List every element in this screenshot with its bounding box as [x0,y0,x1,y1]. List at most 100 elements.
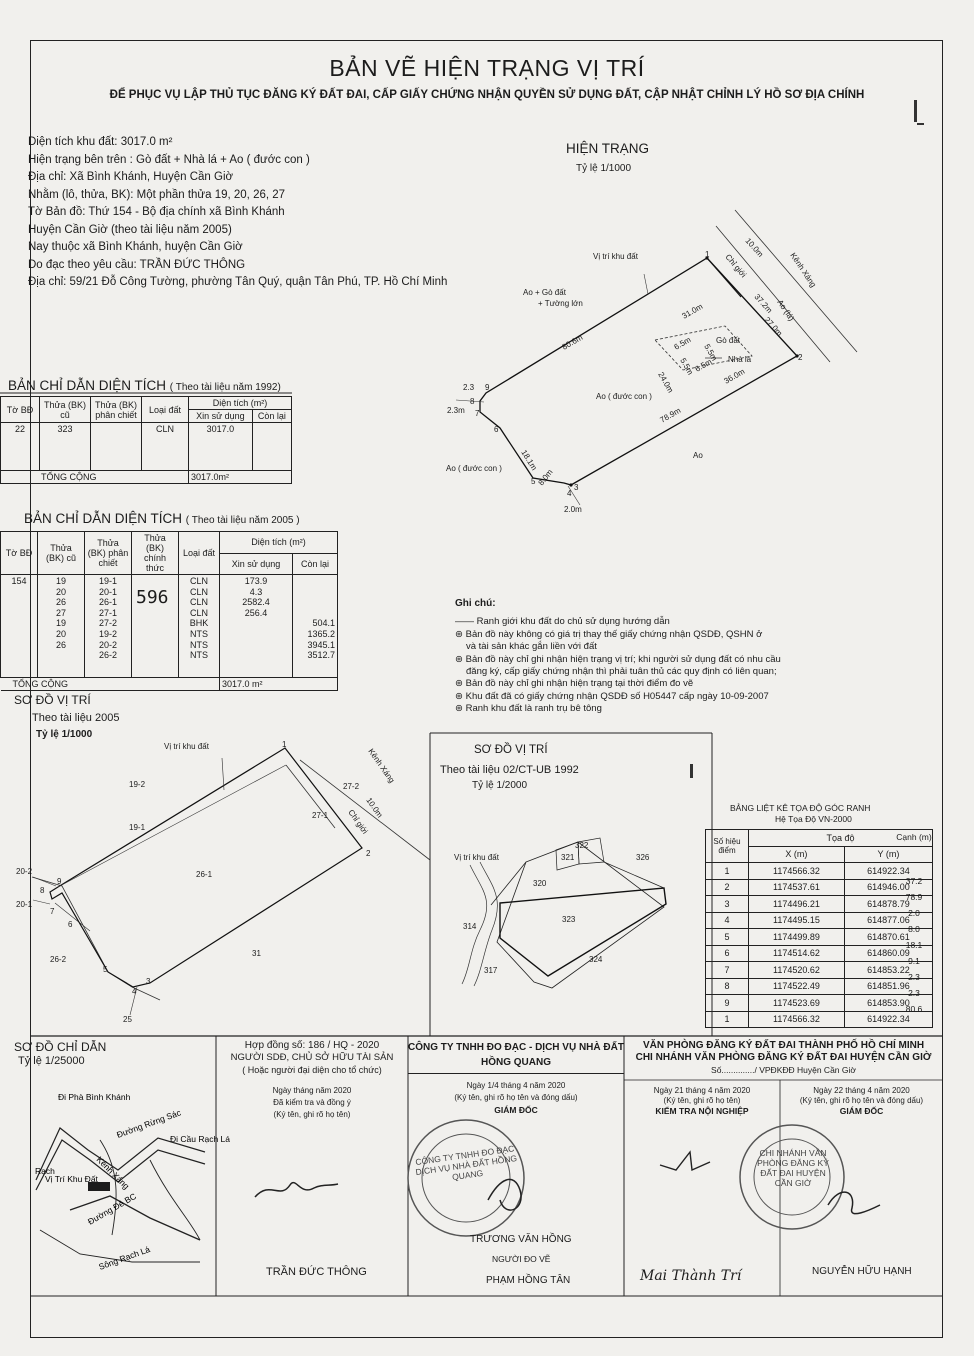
document-title: BẢN VẼ HIỆN TRẠNG VỊ TRÍ [329,55,645,81]
label-lot: 314 [463,922,477,931]
table-2005: Tờ BĐ Thửa (BK) cũ Thửa (BK) phân chiết … [0,531,338,691]
table-1992-note: ( Theo tài liệu năm 1992) [169,382,281,393]
note-item: ⊛ Ranh khu đất là ranh trụ bê tông [455,703,602,715]
checker-role: KIỂM TRA NỘI NGHIỆP [655,1106,749,1116]
label-lot: 324 [589,955,603,964]
dim-label: 2.3m [447,406,465,415]
svg-text:1: 1 [282,740,287,749]
signature-director [487,1178,522,1211]
office-name: VĂN PHÒNG ĐĂNG KÝ ĐẤT ĐAI THÀNH PHỐ HỒ C… [642,1040,925,1051]
signature-checker [659,1150,711,1172]
note-item: ⊛ Bản đồ này chỉ ghi nhận hiện trạng tại… [455,678,694,690]
svg-text:6: 6 [494,425,499,434]
coords-title: BẢNG LIỆT KÊ TỌA ĐỘ GÓC RANH [730,803,871,813]
map-1992-title: SƠ ĐỒ VỊ TRÍ [474,744,548,756]
label-lot: 320 [533,879,547,888]
table-1992-title: BẢN CHỈ DẪN DIỆN TÍCH [8,378,167,393]
label-parcel-location: Vị Trí Khu Đất [45,1174,99,1184]
info-line: Hiện trạng bên trên : Gò đất + Nhà lá + … [28,153,310,166]
label-route: Đường Đê BC [86,1191,138,1227]
checker-name: Mai Thành Trí [640,1268,742,1284]
table-2005-note: ( Theo tài liệu năm 2005 ) [185,515,300,526]
office-stamp-text: CHI NHÁNH VĂN PHÒNG ĐĂNG KÝ ĐẤT ĐAI HUYỆ… [757,1148,829,1188]
info-line: Nhằm (lô, thửa, BK): Một phần thửa 19, 2… [28,188,286,201]
label-canal: Rạch [35,1166,55,1176]
map-2005-scale: Tỷ lệ 1/1000 [36,729,93,740]
label-lot: 321 [561,853,575,862]
current-parcel-drawing [455,209,858,506]
svg-text:2: 2 [366,849,371,858]
info-line: Do đạc theo yêu cầu: TRẦN ĐỨC THÔNG [28,258,246,271]
current-title: HIỆN TRẠNG [566,141,650,156]
label-lot: 322 [575,841,589,850]
label-pond-mound: Ao + Gò đất [523,288,567,297]
notes-title: Ghi chú: [455,598,496,609]
info-line: Địa chỉ: Xã Bình Khánh, Huyện Cần Giờ [28,171,234,183]
col-header: Diện tích (m²) [188,396,292,410]
dim-label: 31.0m [681,302,705,321]
office-stamp [739,1124,845,1230]
label-lot: 27-1 [312,811,329,820]
col-header: Thửa (BK) cũ [37,531,85,575]
company-date: Ngày 1/4 tháng 4 năm 2020 [466,1081,566,1090]
col-header: Số hiệu điểm [705,829,749,863]
col-header: Cạnh (m) [896,832,932,842]
company-director-name: TRƯƠNG VĂN HỒNG [470,1234,572,1245]
table-2005-heading: BẢN CHỈ DẪN DIỆN TÍCH ( Theo tài liệu nă… [24,511,300,526]
total-row: TỔNG CỘNG 3017.0m² [0,470,292,484]
col-header: Thửa (BK) cũ [39,396,91,423]
label-boundary: Chỉ giới [723,253,748,280]
dim-label: 24.0m [656,371,675,395]
notes: Ghi chú: —— Ranh giới khu đất do chủ sử … [455,598,800,716]
map-1992-scale: Tỷ lệ 1/2000 [472,780,528,791]
signature-owner [254,1182,339,1198]
coords-system: Hệ Tọa Độ VN-2000 [775,814,852,824]
svg-text:9: 9 [485,383,490,392]
note-item: —— Ranh giới khu đất do chủ sử dụng hướn… [455,616,670,628]
guide-scale: Tỷ lệ 1/25000 [18,1055,85,1067]
note-item: ⊛ Bản đồ này không có giá trị thay thế g… [455,628,763,640]
map-2005-title: SƠ ĐỒ VỊ TRÍ [14,693,91,707]
office-director-block: Ngày 22 tháng 4 năm 2020 (Ký tên, ghi rõ… [780,1086,943,1116]
dim-label: 10.0m [364,796,384,820]
svg-text:3: 3 [146,977,151,986]
dim-label: 2.0m [564,505,582,514]
office-number: Số............../ VPĐKĐĐ Huyện Cần Giờ [711,1065,856,1075]
dim-label: 8.0m [536,467,554,487]
document-subtitle: ĐỂ PHỤC VỤ LẬP THỦ TỤC ĐĂNG KÝ ĐẤT ĐAI, … [109,89,865,101]
owner-name: TRẦN ĐỨC THÔNG [266,1266,367,1278]
svg-text:4: 4 [567,489,572,498]
table-1992: Tờ BĐ Thửa (BK) cũ Thửa (BK) phân chiết … [0,396,293,484]
svg-text:7: 7 [475,409,480,418]
label-mangrove-pond: Ao ( đước con ) [446,464,502,473]
table-2005-title: BẢN CHỈ DẪN DIỆN TÍCH [24,511,183,526]
info-line: Diện tích khu đất: 3017.0 m² [28,136,173,148]
checker-block: Ngày 21 tháng 4 năm 2020 (Ký tên, ghi rõ… [624,1086,780,1116]
dim-label: 2.3 [463,383,475,392]
label-pond-leaf: Ao (lá) [775,298,796,323]
label-lot: 19-1 [129,823,146,832]
dim-label: 5.5m [678,357,695,377]
map-2005-sub: Theo tài liệu 2005 [32,712,120,724]
map-1992-sub: Theo tài liệu 02/CT-UB 1992 [440,764,579,776]
note-item: ⊛ Bản đồ này chỉ ghi nhận hiện trạng vị … [455,653,781,665]
company-name-2: HỒNG QUANG [481,1057,551,1068]
office-director-name: NGUYỄN HỮU HẠNH [812,1266,912,1277]
col-header: Thửa (BK) phân chiết [90,396,142,423]
svg-text:5: 5 [531,477,536,486]
guide-title: SƠ ĐỒ CHỈ DẪN [14,1040,107,1054]
handwritten-lot-number: 596 [136,587,169,608]
col-header: Loại đất [141,396,189,423]
col-header: Còn lại [251,409,293,423]
label-lot: 25 [123,1015,132,1024]
surveyor-label: NGƯỜI ĐO VẼ [492,1254,551,1264]
label-lot: 20-2 [16,867,33,876]
col-header: Còn lại [292,552,338,575]
surveyor-name: PHẠM HỒNG TÂN [486,1275,571,1286]
